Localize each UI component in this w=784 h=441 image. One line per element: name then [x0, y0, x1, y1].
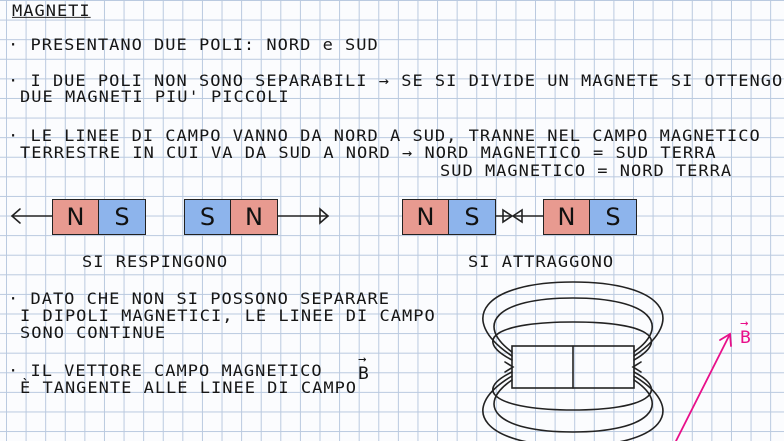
north-pole: N: [403, 200, 449, 234]
south-pole: S: [99, 200, 145, 234]
vector-b-label: B: [740, 328, 752, 348]
page-title: MAGNETI: [12, 2, 91, 21]
bullet-field-lines-cont: TERRESTRE IN CUI VA DA SUD A NORD → NORD…: [20, 144, 717, 163]
north-pole: N: [53, 200, 99, 234]
note-continuous-cont2: SONO CONTINUE: [20, 324, 167, 343]
field-line: [492, 371, 653, 411]
field-line: [493, 297, 653, 353]
north-pole: N: [544, 200, 590, 234]
magnet-left-repel: N S: [52, 199, 146, 235]
note-tangent-cont: È TANGENTE ALLE LINEE DI CAMPO: [20, 379, 358, 398]
field-line: [493, 379, 653, 433]
magnet-right-attract: N S: [543, 199, 637, 235]
vector-arrow-mark: →: [358, 352, 368, 367]
bullet-inseparable-cont: DUE MAGNETI PIU' PICCOLI: [20, 88, 290, 107]
vector-b-line: [675, 333, 731, 441]
south-pole: S: [449, 200, 495, 234]
bullet-field-lines: · LE LINEE DI CAMPO VANNO DA NORD A SUD,…: [8, 127, 761, 146]
repel-arrow-right-head: [319, 207, 330, 225]
bullet-two-poles: · PRESENTANO DUE POLI: NORD e SUD: [8, 36, 379, 55]
vector-b-head: [719, 332, 732, 347]
south-pole: S: [185, 200, 231, 234]
note-continuous: · DATO CHE NON SI POSSONO SEPARARE: [8, 290, 390, 309]
field-arrow-left: [504, 361, 515, 373]
north-pole: N: [231, 200, 277, 234]
bullet-field-lines-cont2: SUD MAGNETICO = NORD TERRA: [440, 162, 733, 181]
field-line: [482, 281, 664, 357]
south-pole: S: [590, 200, 636, 234]
vector-b-symbol: B: [358, 364, 370, 384]
field-line: [492, 321, 653, 361]
bullet-inseparable: · I DUE POLI NON SONO SEPARABILI → SE SI…: [8, 72, 784, 91]
vector-b-label-arrow: →: [740, 316, 750, 331]
note-continuous-cont: I DIPOLI MAGNETICI, LE LINEE DI CAMPO: [20, 307, 436, 326]
label-repel: SI RESPINGONO: [82, 253, 229, 272]
field-arrow-right: [631, 361, 642, 373]
label-attract: SI ATTRAGGONO: [468, 253, 615, 272]
note-tangent: · IL VETTORE CAMPO MAGNETICO: [8, 362, 323, 381]
magnet-right-repel: S N: [184, 199, 278, 235]
magnet-left-attract: N S: [402, 199, 496, 235]
repel-arrow-left-head: [10, 208, 21, 224]
field-line: [482, 375, 664, 441]
attract-arrow-right-head: [511, 208, 523, 224]
attract-arrow-left-head: [502, 208, 514, 224]
